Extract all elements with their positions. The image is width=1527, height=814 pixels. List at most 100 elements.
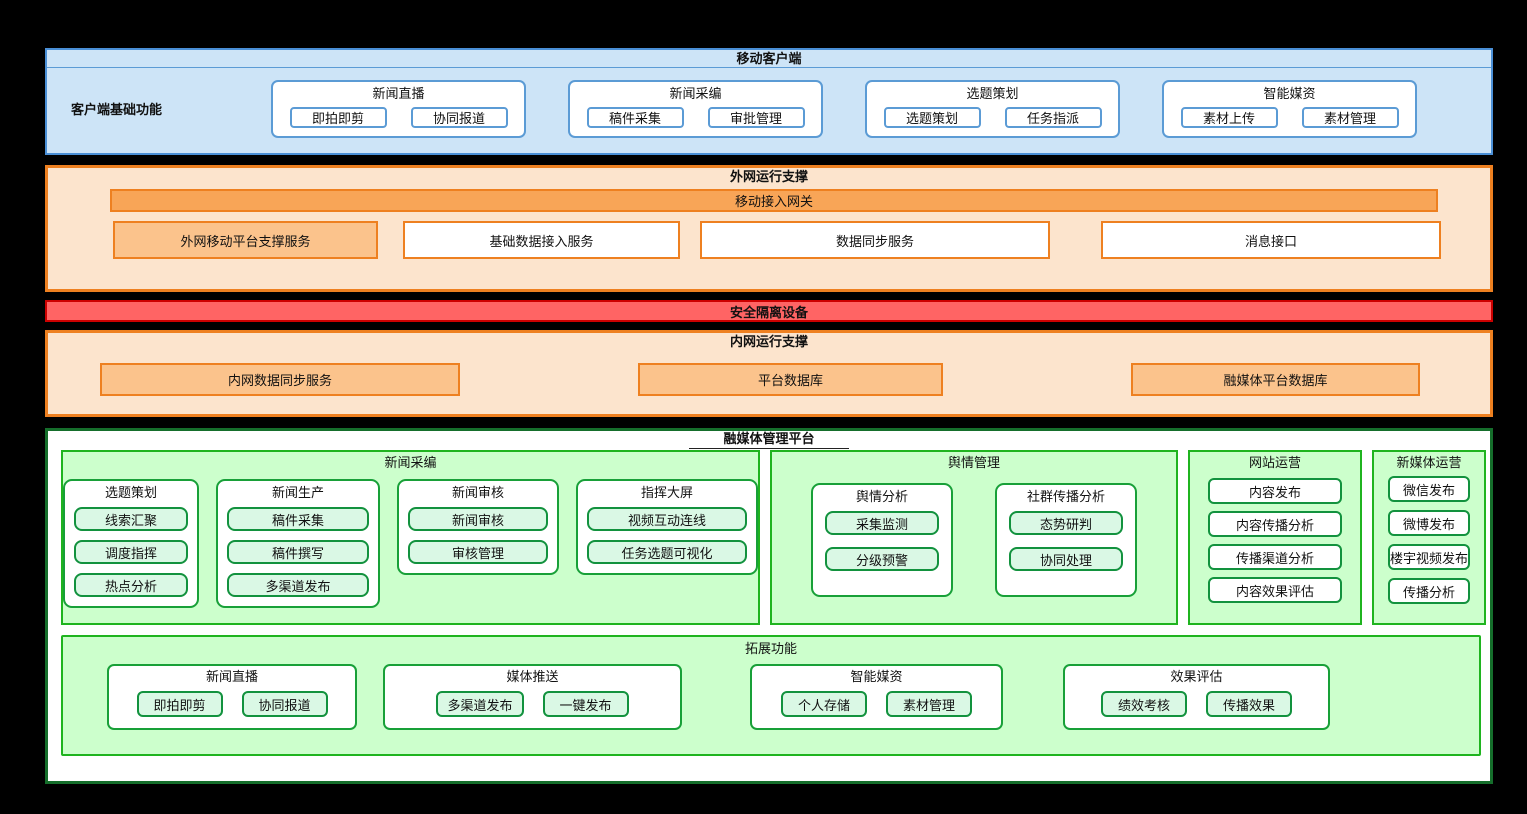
subgroup-topic-planning: 选题策划 线索汇聚 调度指挥 热点分析 bbox=[63, 479, 199, 608]
feature-box: 素材管理 bbox=[886, 691, 972, 717]
service-box: 融媒体平台数据库 bbox=[1131, 363, 1420, 396]
group-news-live: 新闻直播 即拍即剪 协同报道 bbox=[271, 79, 526, 138]
subgroup-opinion-analysis: 舆情分析 采集监测 分级预警 bbox=[811, 483, 953, 597]
feature-box: 个人存储 bbox=[781, 691, 867, 717]
service-box: 内网数据同步服务 bbox=[100, 363, 460, 396]
feature-box: 传播效果 bbox=[1206, 691, 1292, 717]
feature-box: 传播渠道分析 bbox=[1208, 544, 1342, 570]
service-box: 外网移动平台支撑服务 bbox=[113, 221, 378, 259]
feature-box: 稿件采集 bbox=[586, 106, 684, 128]
group-topic-planning: 选题策划 选题策划 任务指派 bbox=[865, 79, 1120, 138]
item-stack: 内容发布 内容传播分析 传播渠道分析 内容效果评估 bbox=[1208, 478, 1342, 603]
subgroup-title: 舆情分析 bbox=[855, 489, 908, 504]
group-items: 稿件采集 审批管理 bbox=[570, 106, 821, 128]
platform-main-row: 新闻采编 选题策划 线索汇聚 调度指挥 热点分析 新闻生产 稿件采集 稿件撰写 … bbox=[61, 450, 1487, 625]
feature-box: 审核管理 bbox=[408, 540, 548, 564]
subgroup-title: 媒体推送 bbox=[506, 669, 559, 684]
section-new-media-operation: 新媒体运营 微信发布 微博发布 楼宇视频发布 传播分析 bbox=[1372, 450, 1487, 625]
feature-box: 态势研判 bbox=[1009, 511, 1123, 535]
group-items: 选题策划 任务指派 bbox=[867, 106, 1118, 128]
security-isolation-bar: 安全隔离设备 bbox=[45, 300, 1493, 322]
service-box: 基础数据接入服务 bbox=[403, 221, 680, 259]
intranet-support-layer: 内网运行支撑 内网数据同步服务 平台数据库 融媒体平台数据库 bbox=[45, 330, 1493, 417]
section-news-editing: 新闻采编 选题策划 线索汇聚 调度指挥 热点分析 新闻生产 稿件采集 稿件撰写 … bbox=[61, 450, 760, 625]
feature-box: 协同处理 bbox=[1009, 547, 1123, 571]
feature-box: 协同报道 bbox=[410, 106, 508, 128]
subgroup-command-screen: 指挥大屏 视频互动连线 任务选题可视化 bbox=[576, 479, 758, 575]
feature-box: 新闻审核 bbox=[408, 507, 548, 531]
feature-box: 审批管理 bbox=[707, 106, 805, 128]
feature-box: 内容发布 bbox=[1208, 478, 1342, 504]
media-platform-title-text: 融媒体管理平台 bbox=[689, 431, 849, 449]
group-smart-media-assets: 智能媒资 素材上传 素材管理 bbox=[1162, 79, 1417, 138]
group-title: 新闻采编 bbox=[669, 85, 722, 101]
group-title: 新闻直播 bbox=[372, 85, 425, 101]
feature-box: 任务选题可视化 bbox=[587, 540, 747, 564]
feature-box: 任务指派 bbox=[1004, 106, 1102, 128]
subgroup-news-review: 新闻审核 新闻审核 审核管理 bbox=[397, 479, 559, 575]
client-basic-functions-label: 客户端基础功能 bbox=[71, 102, 163, 117]
section-website-operation: 网站运营 内容发布 内容传播分析 传播渠道分析 内容效果评估 bbox=[1188, 450, 1362, 625]
mobile-client-layer: 移动客户端 客户端基础功能 新闻直播 即拍即剪 协同报道 新闻采编 稿件采集 审… bbox=[45, 48, 1493, 155]
service-box: 消息接口 bbox=[1101, 221, 1441, 259]
feature-box: 即拍即剪 bbox=[136, 691, 223, 717]
group-items: 即拍即剪 协同报道 bbox=[273, 106, 524, 128]
mobile-client-groups: 新闻直播 即拍即剪 协同报道 新闻采编 稿件采集 审批管理 选题策划 bbox=[271, 79, 1467, 138]
feature-box: 微博发布 bbox=[1388, 510, 1471, 536]
subgroup-title: 选题策划 bbox=[104, 485, 157, 500]
subgroup-title: 新闻直播 bbox=[205, 669, 258, 684]
feature-box: 稿件撰写 bbox=[227, 540, 369, 564]
group-title: 选题策划 bbox=[966, 85, 1019, 101]
group-news-editing: 新闻采编 稿件采集 审批管理 bbox=[568, 79, 823, 138]
ext-group-news-live: 新闻直播 即拍即剪 协同报道 bbox=[107, 664, 357, 730]
subgroup-title: 效果评估 bbox=[1170, 669, 1223, 684]
feature-box: 传播分析 bbox=[1388, 578, 1471, 604]
feature-box: 选题策划 bbox=[883, 106, 981, 128]
group-title: 智能媒资 bbox=[1263, 85, 1316, 101]
feature-box: 内容效果评估 bbox=[1208, 577, 1342, 603]
feature-box: 分级预警 bbox=[825, 547, 939, 571]
extranet-support-title: 外网运行支撑 bbox=[729, 169, 808, 184]
section-title: 舆情管理 bbox=[947, 455, 1000, 470]
subgroup-community-spread-analysis: 社群传播分析 态势研判 协同处理 bbox=[995, 483, 1137, 597]
media-platform-layer: 融媒体管理平台 新闻采编 选题策划 线索汇聚 调度指挥 热点分析 新闻生产 稿件… bbox=[45, 428, 1493, 784]
intranet-support-title: 内网运行支撑 bbox=[729, 334, 808, 349]
ext-group-smart-media-assets: 智能媒资 个人存储 素材管理 bbox=[750, 664, 1003, 730]
mobile-access-gateway-bar: 移动接入网关 bbox=[110, 189, 1438, 212]
section-title: 网站运营 bbox=[1248, 455, 1301, 470]
feature-box: 即拍即剪 bbox=[289, 106, 387, 128]
group-items: 即拍即剪 协同报道 bbox=[136, 691, 328, 717]
feature-box: 协同报道 bbox=[241, 691, 328, 717]
feature-box: 一键发布 bbox=[542, 691, 629, 717]
ext-group-media-push: 媒体推送 多渠道发布 一键发布 bbox=[383, 664, 682, 730]
subgroup-title: 新闻审核 bbox=[451, 485, 504, 500]
service-box: 数据同步服务 bbox=[700, 221, 1050, 259]
feature-box: 素材管理 bbox=[1301, 106, 1399, 128]
feature-box: 线索汇聚 bbox=[74, 507, 188, 531]
feature-box: 楼宇视频发布 bbox=[1388, 544, 1471, 570]
group-items: 个人存储 素材管理 bbox=[781, 691, 972, 717]
feature-box: 热点分析 bbox=[74, 573, 188, 597]
subgroup-title: 指挥大屏 bbox=[640, 485, 693, 500]
feature-box: 稿件采集 bbox=[227, 507, 369, 531]
subgroup-news-production: 新闻生产 稿件采集 稿件撰写 多渠道发布 bbox=[216, 479, 380, 608]
feature-box: 内容传播分析 bbox=[1208, 511, 1342, 537]
feature-box: 多渠道发布 bbox=[436, 691, 524, 717]
extension-title: 拓展功能 bbox=[744, 641, 797, 656]
service-box: 平台数据库 bbox=[638, 363, 943, 396]
group-items: 素材上传 素材管理 bbox=[1164, 106, 1415, 128]
section-public-opinion: 舆情管理 舆情分析 采集监测 分级预警 社群传播分析 态势研判 协同处理 bbox=[770, 450, 1178, 625]
media-platform-title: 融媒体管理平台 bbox=[48, 431, 1490, 449]
extranet-support-layer: 外网运行支撑 移动接入网关 外网移动平台支撑服务 基础数据接入服务 数据同步服务… bbox=[45, 165, 1493, 292]
mobile-client-title: 移动客户端 bbox=[47, 51, 1491, 68]
section-title: 新媒体运营 bbox=[1396, 455, 1462, 470]
extension-functions-section: 拓展功能 新闻直播 即拍即剪 协同报道 媒体推送 多渠道发布 一键发布 智能媒资… bbox=[61, 635, 1481, 756]
group-items: 绩效考核 传播效果 bbox=[1101, 691, 1292, 717]
feature-box: 绩效考核 bbox=[1101, 691, 1187, 717]
subgroup-row: 选题策划 线索汇聚 调度指挥 热点分析 新闻生产 稿件采集 稿件撰写 多渠道发布… bbox=[63, 479, 758, 608]
mobile-client-content: 客户端基础功能 新闻直播 即拍即剪 协同报道 新闻采编 稿件采集 审批管理 bbox=[47, 68, 1491, 149]
feature-box: 微信发布 bbox=[1388, 476, 1471, 502]
group-items: 多渠道发布 一键发布 bbox=[436, 691, 629, 717]
feature-box: 调度指挥 bbox=[74, 540, 188, 564]
